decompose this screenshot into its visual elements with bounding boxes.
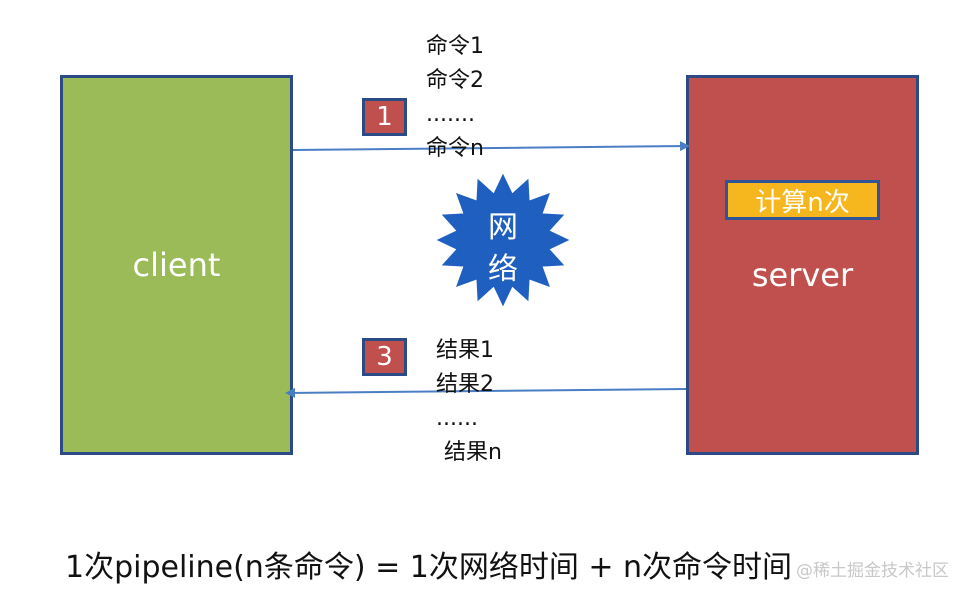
compute-badge: 计算n次 xyxy=(725,180,880,220)
network-label-char: 网 xyxy=(488,210,518,245)
server-label: server xyxy=(751,256,854,294)
client-box: client xyxy=(60,75,293,455)
command-list: 命令1 命令2 ....... 命令n xyxy=(426,30,484,166)
command-ellipsis: ....... xyxy=(426,102,475,127)
network-label-char: 络 xyxy=(488,252,518,287)
response-arrow xyxy=(285,387,687,398)
client-label: client xyxy=(132,246,221,284)
step-1-marker: 1 xyxy=(362,98,407,136)
request-arrow xyxy=(292,141,690,152)
result-ellipsis: ...... xyxy=(436,406,478,431)
watermark: @稀土掘金技术社区 xyxy=(796,561,949,581)
server-box: server xyxy=(686,75,919,455)
formula-text: 1次pipeline(n条命令) = 1次网络时间 + n次命令时间 xyxy=(65,550,793,585)
result-list: 结果1 结果2 ...... 结果n xyxy=(436,334,502,470)
result-item: 结果n xyxy=(444,440,502,465)
command-item: 命令2 xyxy=(426,68,484,93)
command-item: 命令1 xyxy=(426,34,484,59)
result-item: 结果1 xyxy=(436,338,494,363)
step-3-marker: 3 xyxy=(362,338,407,376)
command-item: 命令n xyxy=(426,136,484,161)
result-item: 结果2 xyxy=(436,372,494,397)
